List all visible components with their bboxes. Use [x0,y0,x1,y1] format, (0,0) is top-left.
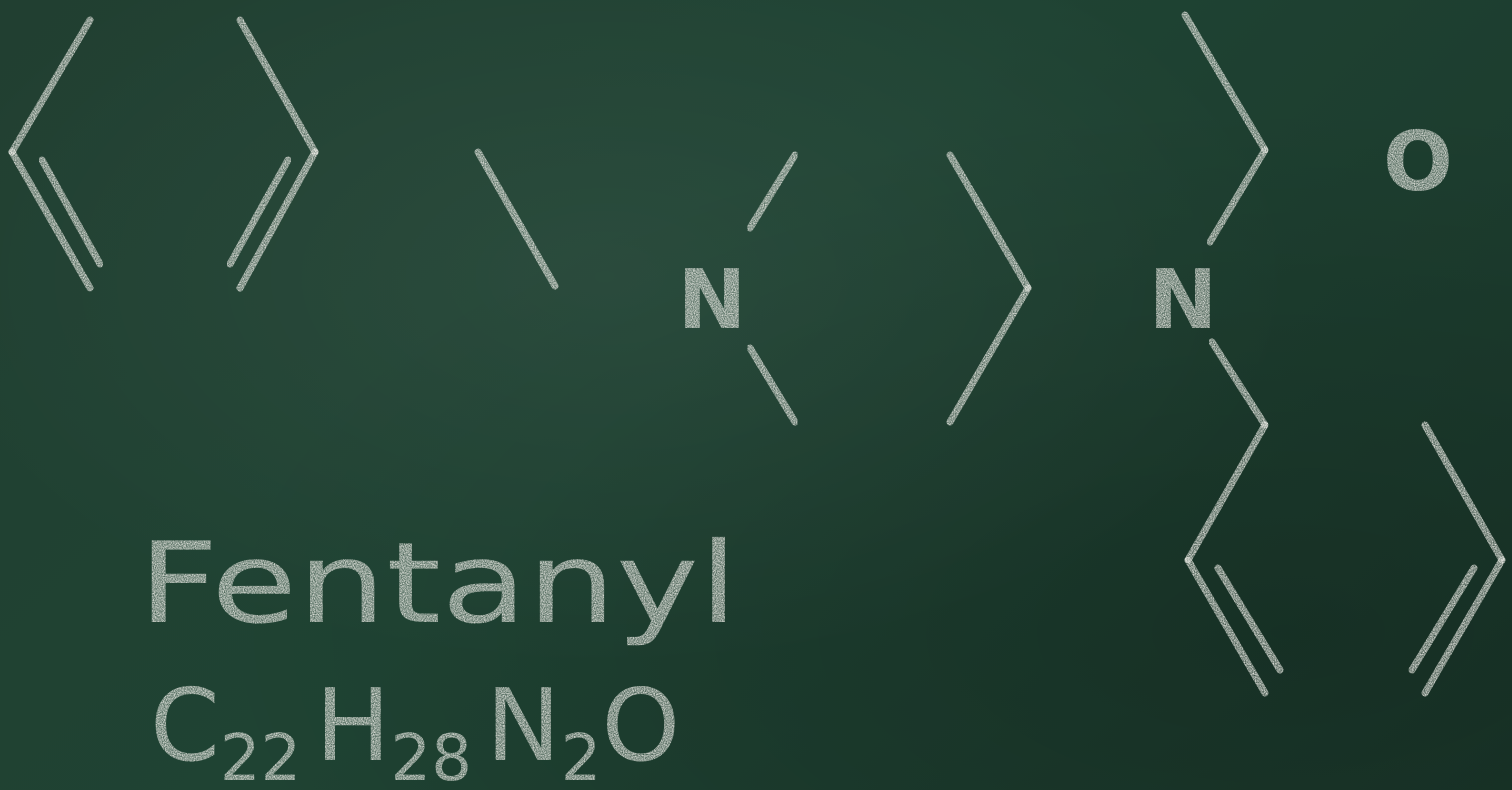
piperidine-nitrogen-label: N [678,253,747,348]
bond [8,16,94,156]
formula-symbol-c: C [150,667,220,784]
bond [8,148,94,292]
formula-count-h: 28 [390,722,471,790]
amide-nitrogen-label: N [1149,253,1218,348]
formula-symbol-h: H [315,667,390,784]
left-phenyl-ring [8,16,319,292]
bond [946,151,1032,292]
formula-symbol-o: O [601,667,680,784]
bond [746,344,799,426]
bond [1206,146,1269,246]
formula-count-n: 2 [561,722,602,790]
compound-name: Fentanyl [138,519,738,649]
piperidine-ring [746,151,1032,426]
bond [236,16,319,156]
bond [1421,421,1506,564]
bond [746,151,799,232]
bond [236,148,319,292]
ethyl-linker [311,148,664,290]
bond [474,148,559,290]
carbonyl-oxygen-label: O [1383,115,1453,210]
bond [1184,556,1269,697]
right-phenyl-ring [1184,421,1506,697]
formula-symbol-n: N [486,667,561,784]
double-bond-inner [1408,564,1478,674]
double-bond-inner [226,156,292,268]
formula-count-c: 22 [220,722,301,790]
bond [1184,421,1269,564]
bond [1181,11,1269,154]
propanoyl-group [1024,11,1362,246]
bond [946,284,1032,426]
double-bond-inner [1214,564,1284,674]
bond [1421,556,1506,697]
bond-amide-nitrogen-to-phenyl [1208,338,1269,429]
double-bond-inner [38,156,104,268]
